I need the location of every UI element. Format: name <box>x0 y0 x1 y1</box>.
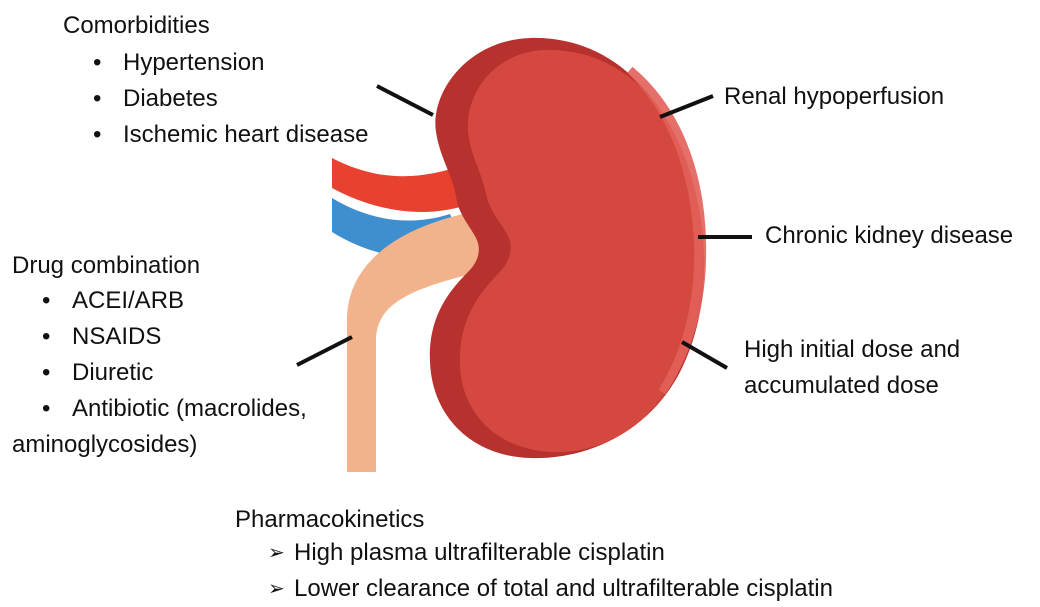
renal-hypoperfusion-leader-line <box>660 96 713 117</box>
list-item: Ischemic heart disease <box>123 117 368 153</box>
dose-label-line-2: accumulated dose <box>744 368 960 404</box>
drug-combination-list: ACEI/ARB NSAIDS Diuretic Antibiotic (mac… <box>72 283 307 427</box>
renal-hypoperfusion-label: Renal hypoperfusion <box>724 79 944 115</box>
list-item: Hypertension <box>123 45 368 81</box>
list-item: Diuretic <box>72 355 307 391</box>
list-item: ACEI/ARB <box>72 283 307 319</box>
dose-label: High initial dose and accumulated dose <box>744 332 960 404</box>
pharmacokinetics-title: Pharmacokinetics <box>235 502 424 538</box>
list-item: NSAIDS <box>72 319 307 355</box>
list-item: High plasma ultrafilterable cisplatin <box>294 535 833 571</box>
drug-combination-title: Drug combination <box>12 248 200 284</box>
list-item: Lower clearance of total and ultrafilter… <box>294 571 833 607</box>
pharmacokinetics-list: High plasma ultrafilterable cisplatin Lo… <box>294 535 833 607</box>
list-item: Antibiotic (macrolides, <box>72 391 307 427</box>
comorbidities-title: Comorbidities <box>63 8 210 44</box>
dose-label-line-1: High initial dose and <box>744 332 960 368</box>
ckd-label: Chronic kidney disease <box>765 218 1013 254</box>
comorbidities-list: Hypertension Diabetes Ischemic heart dis… <box>123 45 368 153</box>
list-item: Diabetes <box>123 81 368 117</box>
drug-combination-continuation: aminoglycosides) <box>12 427 197 463</box>
dose-leader-line <box>682 342 727 368</box>
comorbidities-leader-line <box>377 86 433 115</box>
